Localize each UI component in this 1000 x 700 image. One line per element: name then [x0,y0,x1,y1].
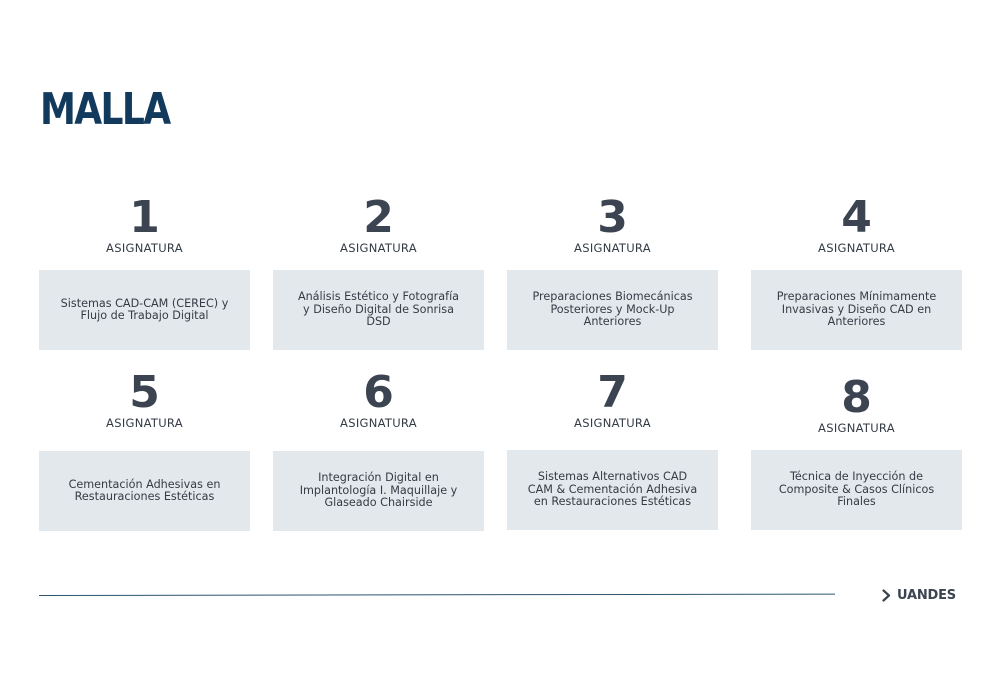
course-name-box: Preparaciones Mínimamente Invasivas y Di… [751,270,962,350]
course-6: 6 ASIGNATURA Integración Digital en Impl… [273,367,484,531]
course-kind-label: ASIGNATURA [340,241,417,255]
course-kind-label: ASIGNATURA [818,421,895,435]
course-number: 1 [129,192,160,243]
course-kind-label: ASIGNATURA [574,241,651,255]
course-kind-label: ASIGNATURA [106,241,183,255]
course-1: 1 ASIGNATURA Sistemas CAD-CAM (CEREC) y … [39,192,250,350]
course-3: 3 ASIGNATURA Preparaciones Biomecánicas … [507,192,718,350]
course-name-box: Sistemas CAD-CAM (CEREC) y Flujo de Trab… [39,270,250,350]
brand-name: UANDES [897,588,956,603]
course-kind-label: ASIGNATURA [106,416,183,430]
course-number: 6 [363,367,394,418]
chevron-right-icon [882,589,891,602]
course-kind-label: ASIGNATURA [340,416,417,430]
footer-divider [38,593,835,596]
course-4: 4 ASIGNATURA Preparaciones Mínimamente I… [751,192,962,350]
course-number: 5 [129,367,160,418]
course-kind-label: ASIGNATURA [818,241,895,255]
course-name-box: Cementación Adhesivas en Restauraciones … [39,451,250,531]
course-7: 7 ASIGNATURA Sistemas Alternativos CAD C… [507,367,718,530]
page-title: MALLA [40,84,171,135]
course-5: 5 ASIGNATURA Cementación Adhesivas en Re… [39,367,250,531]
course-number: 8 [841,372,872,423]
course-2: 2 ASIGNATURA Análisis Estético y Fotogra… [273,192,484,350]
course-kind-label: ASIGNATURA [574,416,651,430]
course-number: 3 [597,192,628,243]
course-name-box: Integración Digital en Implantología I. … [273,451,484,531]
course-name-box: Análisis Estético y Fotografía y Diseño … [273,270,484,350]
course-number: 7 [597,367,628,418]
course-name-box: Preparaciones Biomecánicas Posteriores y… [507,270,718,350]
course-number: 2 [363,192,394,243]
brand-logo: UANDES [882,588,956,603]
course-number: 4 [841,192,872,243]
course-8: 8 ASIGNATURA Técnica de Inyección de Com… [751,372,962,530]
course-name-box: Sistemas Alternativos CAD CAM & Cementac… [507,450,718,530]
course-name-box: Técnica de Inyección de Composite & Caso… [751,450,962,530]
